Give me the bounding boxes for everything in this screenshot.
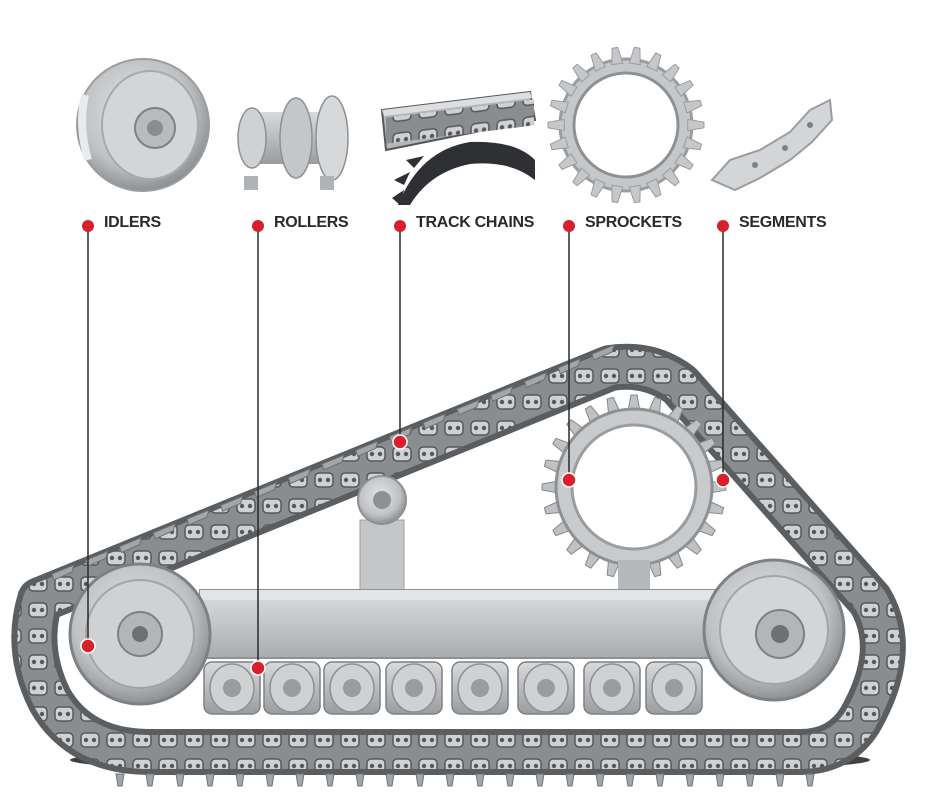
track-chains-label-dot bbox=[394, 220, 406, 232]
callout-dots bbox=[80, 220, 731, 676]
sprockets-label: SPROCKETS bbox=[585, 214, 682, 231]
idlers-label: IDLERS bbox=[104, 214, 161, 231]
segments-target-dot bbox=[715, 472, 731, 488]
track-chains-label: TRACK CHAINS bbox=[416, 214, 535, 231]
idlers-target-dot bbox=[80, 638, 96, 654]
segments-label-dot bbox=[717, 220, 729, 232]
sprocket-part-image bbox=[547, 46, 705, 204]
roller-part-image bbox=[237, 95, 349, 190]
bottom-rollers bbox=[203, 661, 703, 715]
track-chain-part-image bbox=[380, 90, 537, 205]
callout-lines bbox=[87, 226, 724, 668]
segment-part-image bbox=[710, 98, 834, 192]
rollers-label-dot bbox=[252, 220, 264, 232]
track-chain-assembly bbox=[11, 343, 906, 787]
front-idler bbox=[68, 562, 212, 706]
idler-part-image bbox=[76, 58, 210, 192]
rear-idler bbox=[702, 558, 846, 702]
drive-sprocket bbox=[541, 394, 727, 600]
rollers-target-dot bbox=[250, 660, 266, 676]
sprockets-label-dot bbox=[563, 220, 575, 232]
segments-label: SEGMENTS bbox=[739, 214, 827, 231]
track-chains-target-dot bbox=[392, 434, 408, 450]
idlers-label-dot bbox=[82, 220, 94, 232]
rollers-label: ROLLERS bbox=[274, 214, 349, 231]
sprockets-target-dot bbox=[561, 472, 577, 488]
